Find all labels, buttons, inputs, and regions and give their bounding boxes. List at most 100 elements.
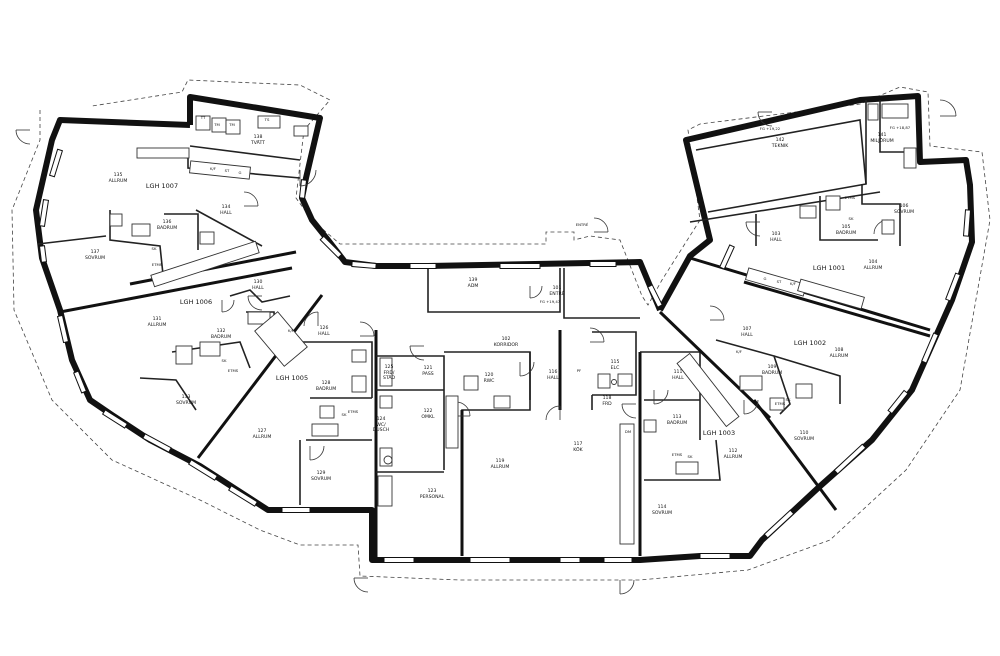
apartment-label-lgh1002: LGH 1002	[794, 339, 826, 347]
room-number: 109	[768, 364, 777, 370]
fixture-label: SK	[849, 216, 854, 221]
fixture-label: ETMS	[152, 262, 163, 267]
level-label-lv4: ENTRÉ	[576, 222, 589, 227]
room-number: 122	[424, 408, 433, 414]
room-number: 123	[428, 488, 437, 494]
room-number: 131	[153, 316, 162, 322]
fixture-label: TM	[213, 122, 220, 127]
room-number: 108	[835, 347, 844, 353]
exterior-walls	[33, 93, 975, 563]
window-pane	[763, 509, 795, 539]
window-pane	[298, 179, 308, 199]
fixture-label: ETMS	[348, 409, 359, 414]
room-name: FRD/STÄD	[383, 370, 396, 381]
apartment-label-lgh1006: LGH 1006	[180, 298, 212, 306]
room-number: 102	[502, 336, 511, 342]
windows	[38, 148, 972, 563]
room-name: WC/DUSCH	[373, 422, 389, 433]
room-number: 137	[91, 249, 100, 255]
room-name: ADM	[468, 283, 479, 289]
level-label-lv1: FG +19,22	[760, 126, 781, 131]
room-number: 142	[776, 137, 785, 143]
apartment-label-lgh1001: LGH 1001	[813, 264, 845, 272]
room-number: 110	[800, 430, 809, 436]
fixture-label: K/F	[736, 349, 742, 354]
fixture-label: ETMS	[775, 401, 786, 406]
room-name: PASS	[422, 371, 434, 377]
room-name: RWC	[484, 378, 495, 384]
window-pane	[887, 389, 909, 415]
fixtures	[109, 103, 917, 545]
window-pane	[281, 507, 311, 513]
fixture-label: ST	[225, 168, 230, 173]
room-name: ALLRUM	[830, 353, 849, 359]
level-label-lv2: FG +18,87	[890, 125, 911, 130]
room-name: BADRUM	[157, 225, 177, 231]
window-pane	[383, 557, 415, 563]
room-number: 139	[469, 277, 478, 283]
window-pane	[589, 261, 617, 267]
room-number: 132	[217, 328, 226, 334]
window-pane	[56, 314, 70, 344]
room-number: 117	[574, 441, 583, 447]
room-name: ELC	[611, 365, 620, 371]
room-name: HALL	[770, 237, 782, 243]
window-pane	[319, 235, 343, 259]
room-name: FRD	[602, 401, 612, 407]
room-name: HALL	[220, 210, 232, 216]
room-number: 104	[869, 259, 878, 265]
room-number: 119	[496, 458, 505, 464]
room-name: ENTRÉ	[549, 289, 564, 297]
room-number: 103	[772, 231, 781, 237]
room-name: SOVRUM	[894, 209, 914, 215]
room-name: SOVRUM	[311, 476, 331, 482]
door-swing	[353, 577, 369, 593]
window-pane	[38, 245, 48, 263]
window-pane	[351, 260, 377, 270]
room-name: ALLRUM	[724, 454, 743, 460]
room-name: TEKNIK	[771, 143, 790, 149]
room-number: 133	[182, 394, 191, 400]
room-number: 111	[674, 369, 683, 375]
room-number: 120	[485, 372, 494, 378]
door-swing	[621, 403, 637, 419]
door-swing	[299, 169, 317, 187]
window-pane	[603, 557, 633, 563]
door-swing	[757, 111, 773, 127]
room-name: BADRUM	[836, 230, 856, 236]
room-number: 115	[611, 359, 620, 365]
window-pane	[699, 553, 731, 559]
room-labels: 135ALLRUM138TVÄTT134HALL136BADRUM137SOVR…	[85, 132, 914, 516]
room-number: 106	[900, 203, 909, 209]
apartment-label-lgh1007: LGH 1007	[146, 182, 178, 190]
room-number: 114	[658, 504, 667, 510]
window-pane	[73, 370, 87, 394]
room-name: ALLRUM	[109, 178, 128, 184]
window-pane	[962, 209, 972, 237]
fixture-label: G	[764, 276, 767, 281]
room-number: 130	[254, 279, 263, 285]
apartment-label-lgh1005: LGH 1005	[276, 374, 308, 382]
fixture-label: K/F	[790, 281, 796, 286]
